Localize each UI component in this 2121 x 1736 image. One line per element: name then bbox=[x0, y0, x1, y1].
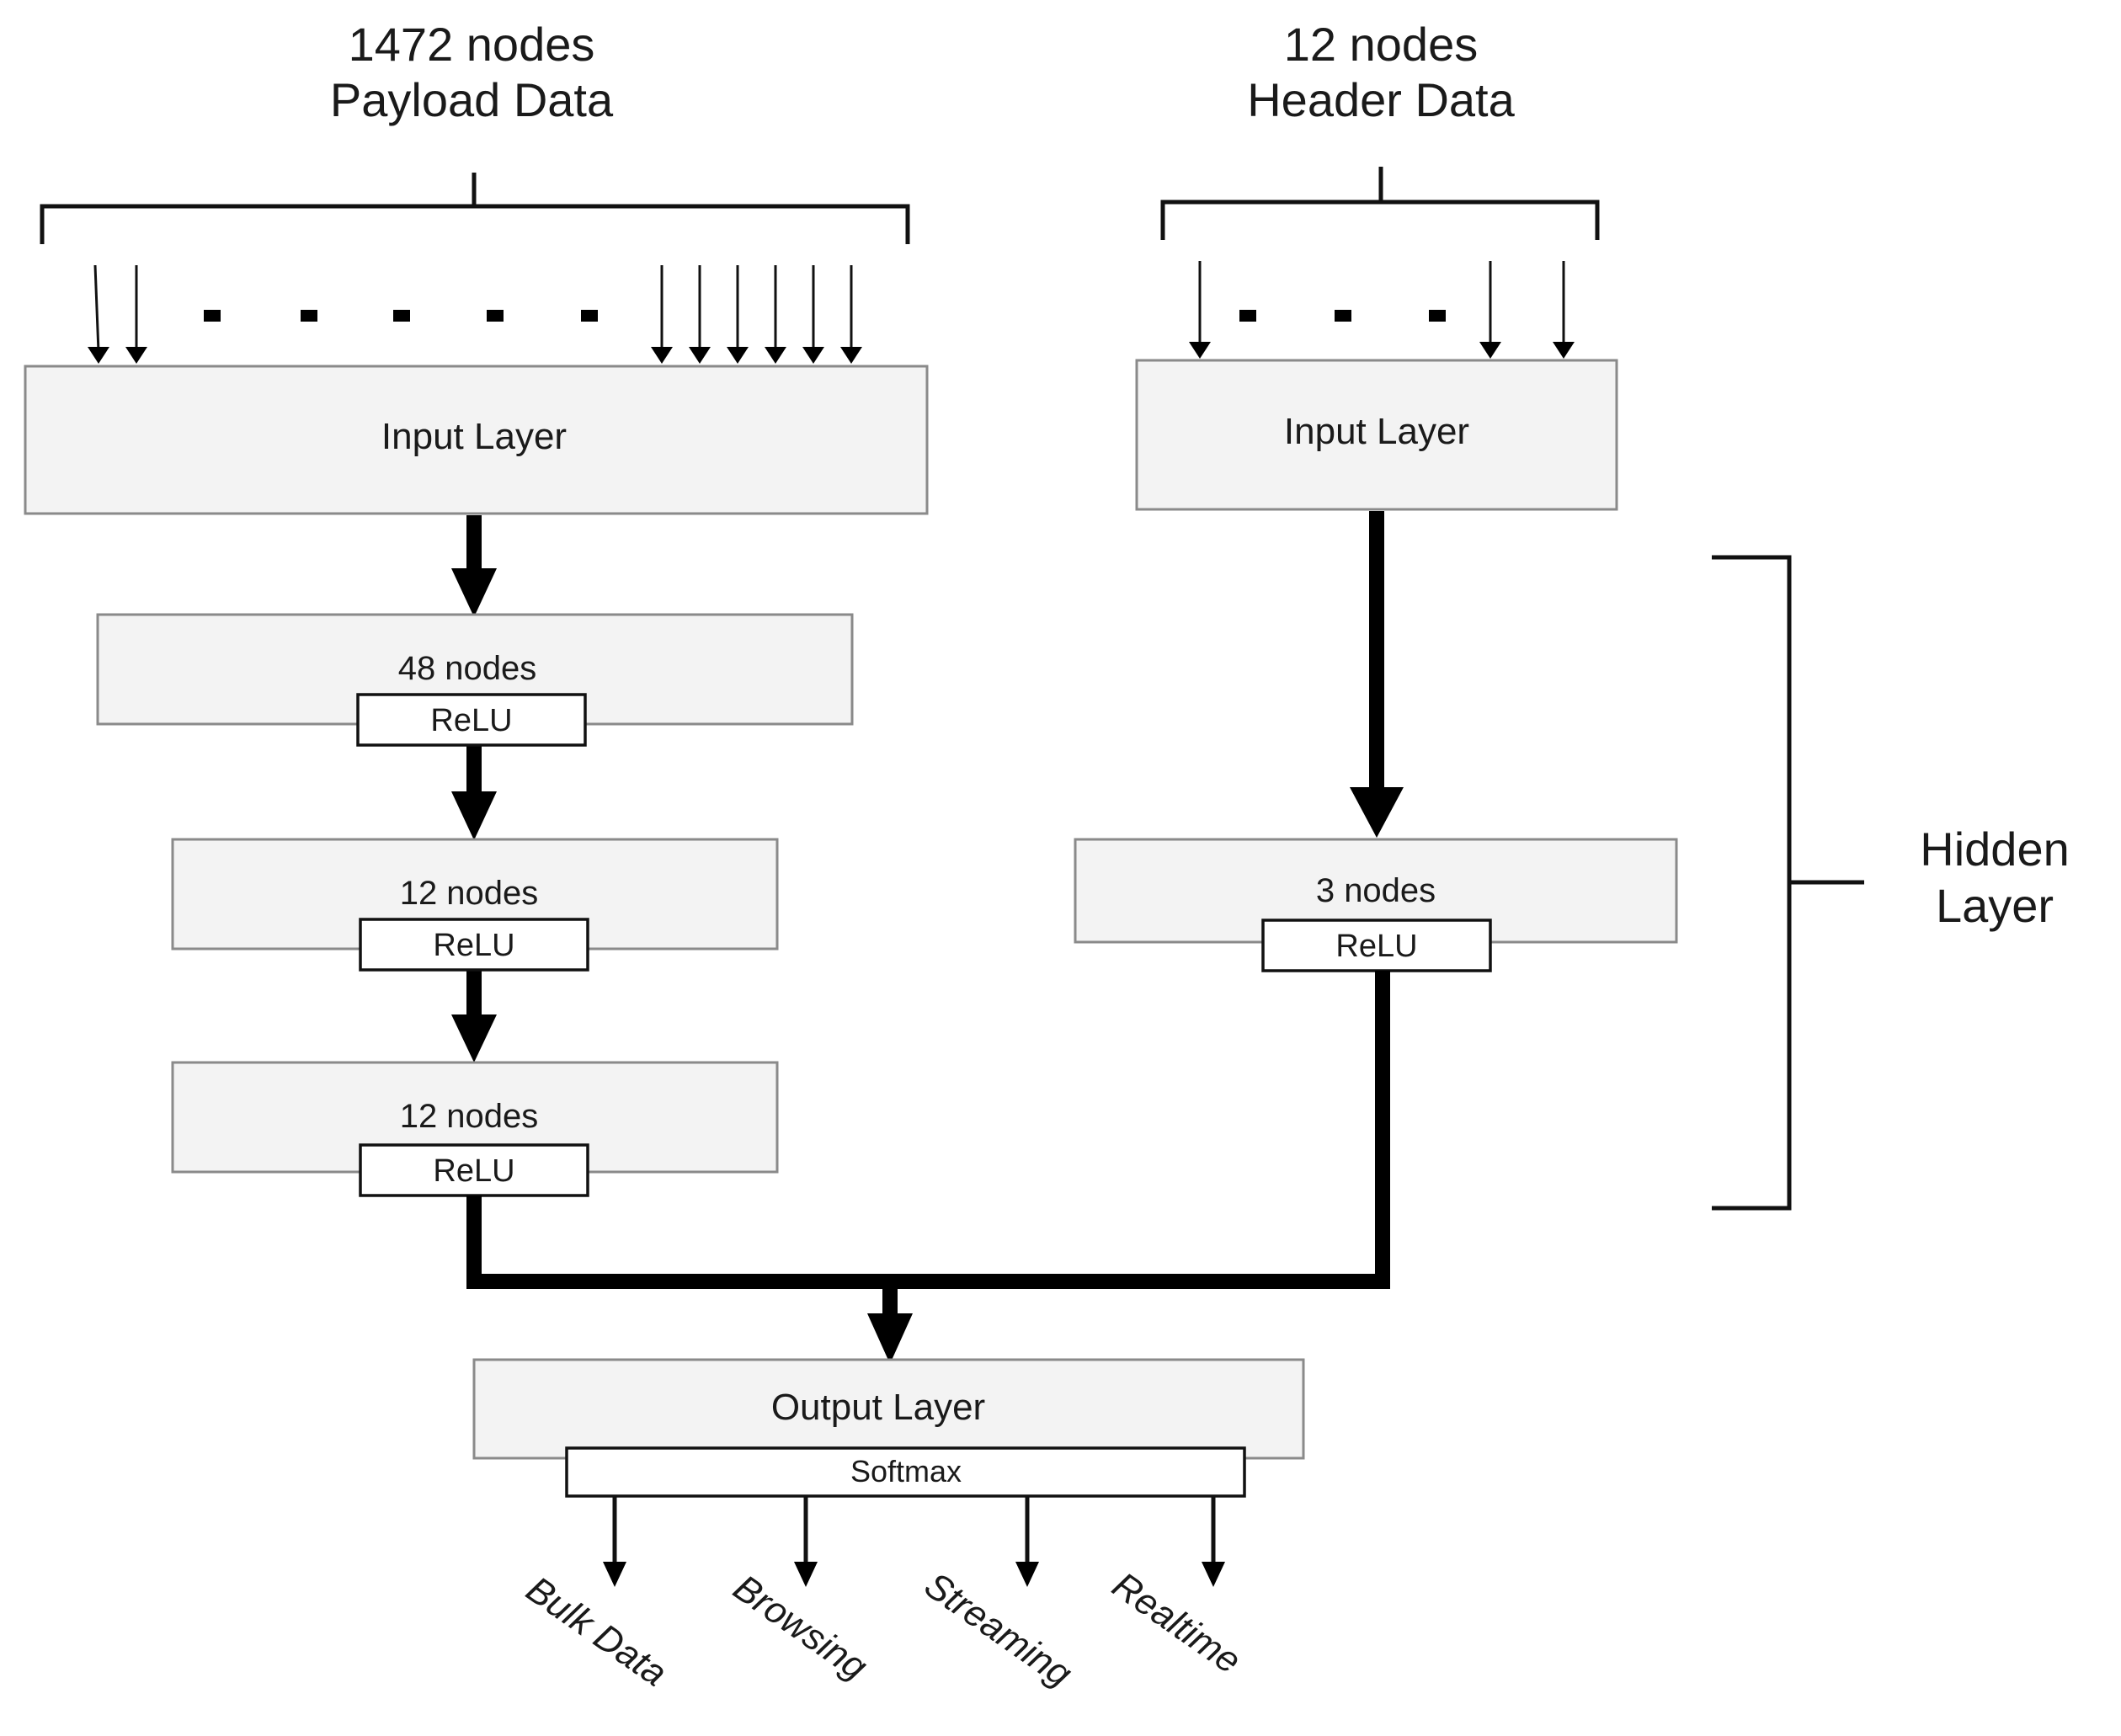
payload-connector-3 bbox=[451, 968, 497, 1062]
payload-input-bracket bbox=[40, 173, 910, 244]
header-name-label: Header Data bbox=[1247, 73, 1515, 126]
hidden-layer-bracket bbox=[1712, 555, 1864, 1211]
payload-connector-2 bbox=[451, 745, 497, 840]
output-layer: Output Layer Softmax bbox=[472, 1358, 1305, 1498]
payload-hidden-layer-2: 12 nodes ReLU bbox=[171, 838, 779, 972]
payload-hidden-2-activation: ReLU bbox=[433, 928, 514, 963]
payload-connector-1 bbox=[451, 515, 497, 617]
header-hidden-1-nodes: 3 nodes bbox=[1316, 872, 1436, 909]
header-ellipsis-dots bbox=[1239, 310, 1446, 322]
payload-input-layer-label: Input Layer bbox=[381, 416, 567, 457]
output-activation: Softmax bbox=[850, 1454, 962, 1488]
output-layer-label: Output Layer bbox=[771, 1387, 985, 1428]
payload-input-layer: Input Layer bbox=[24, 365, 929, 515]
header-input-bracket bbox=[1160, 167, 1600, 240]
header-connector-1 bbox=[1350, 511, 1404, 838]
output-arrows bbox=[603, 1497, 1225, 1587]
output-softmax-box bbox=[565, 1446, 1246, 1498]
header-hidden-1-activation: ReLU bbox=[1335, 929, 1417, 964]
header-hidden-layer-1: 3 nodes ReLU bbox=[1074, 838, 1678, 972]
output-class-browsing: Browsing bbox=[726, 1567, 875, 1688]
payload-hidden-3-activation: ReLU bbox=[433, 1153, 514, 1189]
output-class-bulk-data: Bulk Data bbox=[519, 1568, 674, 1695]
payload-input-arrows bbox=[88, 264, 862, 364]
hidden-layer-label-line2: Layer bbox=[1936, 879, 2054, 932]
hidden-layer-label-line1: Hidden bbox=[1920, 823, 2069, 876]
output-class-streaming: Streaming bbox=[917, 1564, 1079, 1695]
payload-hidden-layer-1: 48 nodes ReLU bbox=[96, 613, 854, 747]
payload-hidden-1-nodes: 48 nodes bbox=[398, 650, 537, 687]
header-count-label: 12 nodes bbox=[1284, 18, 1478, 71]
payload-name-label: Payload Data bbox=[330, 73, 614, 126]
merge-connector bbox=[466, 971, 1390, 1364]
payload-hidden-2-nodes: 12 nodes bbox=[400, 875, 539, 912]
payload-hidden-1-relu-box bbox=[356, 693, 587, 747]
header-input-arrows bbox=[1189, 261, 1575, 359]
payload-hidden-3-nodes: 12 nodes bbox=[400, 1098, 539, 1135]
header-hidden-1-relu-box bbox=[1261, 919, 1492, 972]
payload-hidden-layer-3: 12 nodes ReLU bbox=[171, 1061, 779, 1197]
payload-count-label: 1472 nodes bbox=[349, 18, 595, 71]
payload-hidden-2-relu-box bbox=[359, 918, 589, 972]
payload-ellipsis-dots bbox=[204, 310, 598, 322]
header-input-layer: Input Layer bbox=[1135, 359, 1618, 511]
output-class-realtime: Realtime bbox=[1105, 1564, 1248, 1682]
header-input-layer-label: Input Layer bbox=[1284, 411, 1469, 452]
payload-hidden-1-activation: ReLU bbox=[430, 703, 512, 738]
